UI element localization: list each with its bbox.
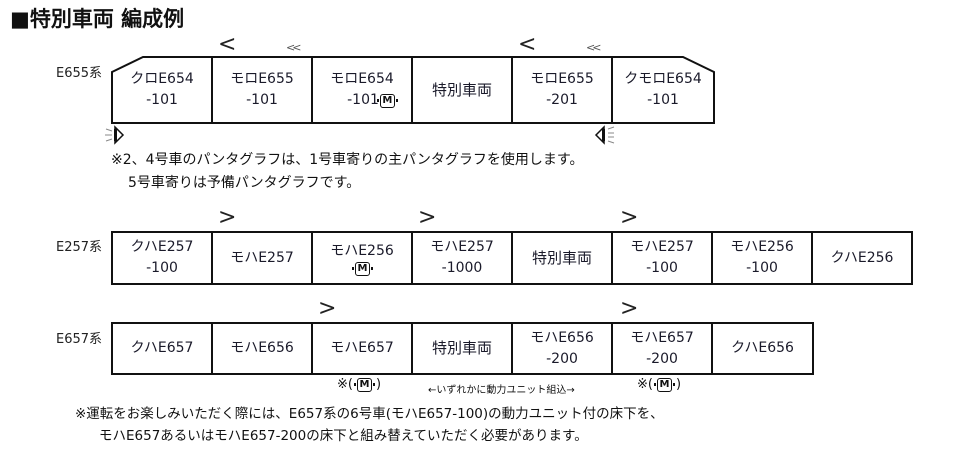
pantograph-note-line1: ※2、4号車のパンタグラフは、1号車寄りの主パンタグラフを使用します。 [111, 152, 584, 168]
direction-arrow: > [218, 205, 237, 230]
motor-icon: M [376, 93, 398, 108]
direction-arrow: > [620, 205, 639, 230]
car-2: モハE257 [213, 233, 313, 283]
direction-arrow: < [218, 32, 237, 57]
car-5: モロE655 -201 [530, 71, 594, 108]
car-8: クハE256 [830, 249, 894, 266]
unit-install-note: ←いずれかに動力ユニット組込→ [428, 385, 575, 396]
direction-arrow-small: << [586, 41, 602, 54]
car-1: クロE654 -101 [130, 71, 194, 108]
train-e657: クハE657 モハE656 モハE657 特別車両 モハE656 -200 モハ… [111, 322, 814, 375]
car-2: モハE656 [213, 324, 313, 373]
footnote-line1: ※運転をお楽しみいただく際には、E657系の6号車(モハE657-100)の動力… [75, 406, 664, 422]
car-6: モハE257 -100 [613, 233, 713, 283]
car-3: モハE657 [313, 324, 413, 373]
series-label-e657: E657系 [56, 332, 103, 347]
car-5-special: 特別車両 [513, 233, 613, 283]
footnote-line2: モハE657あるいはモハE657-200の床下と組み替えていただく必要があります… [99, 428, 588, 444]
direction-arrow: > [620, 296, 639, 321]
car-1: クハE657 [113, 324, 213, 373]
car-5: モハE656 -200 [513, 324, 613, 373]
car-4-special: 特別車両 [431, 80, 492, 99]
series-label-e257: E257系 [56, 240, 103, 255]
motor-icon: M [653, 377, 675, 392]
car-2: モロE655 -101 [230, 71, 294, 108]
car-4-special: 特別車両 [413, 324, 513, 373]
direction-arrow: > [318, 296, 337, 321]
pantograph-note-line2: 5号車寄りは予備パンタグラフです。 [128, 175, 361, 191]
motor-icon: M [353, 377, 375, 392]
motor-option-note-car6: ※(M) [637, 377, 682, 392]
direction-arrow: < [518, 32, 537, 57]
direction-arrow-small: << [286, 41, 302, 54]
car-7: クハE656 [731, 340, 794, 356]
car-4: モハE257 -1000 [413, 233, 513, 283]
train-e257: クハE257 -100 モハE257 モハE256 M モハE257 -1000… [111, 231, 913, 285]
direction-arrow: > [418, 205, 437, 230]
headlight-icon [105, 125, 125, 145]
car-3: モハE256 M [313, 233, 413, 283]
page-title: ■特別車両 編成例 [10, 7, 185, 31]
car-1: クハE257 -100 [113, 233, 213, 283]
taillight-icon [594, 125, 615, 145]
motor-option-note-car3: ※(M) [337, 377, 382, 392]
car-6: クモロE654 -101 [624, 71, 702, 108]
car-6: モハE657 -200 [613, 324, 713, 373]
motor-icon: M [352, 261, 373, 276]
car-7: モハE256 -100 [713, 233, 813, 283]
series-label-e655: E655系 [56, 66, 103, 81]
train-outline [111, 56, 715, 124]
